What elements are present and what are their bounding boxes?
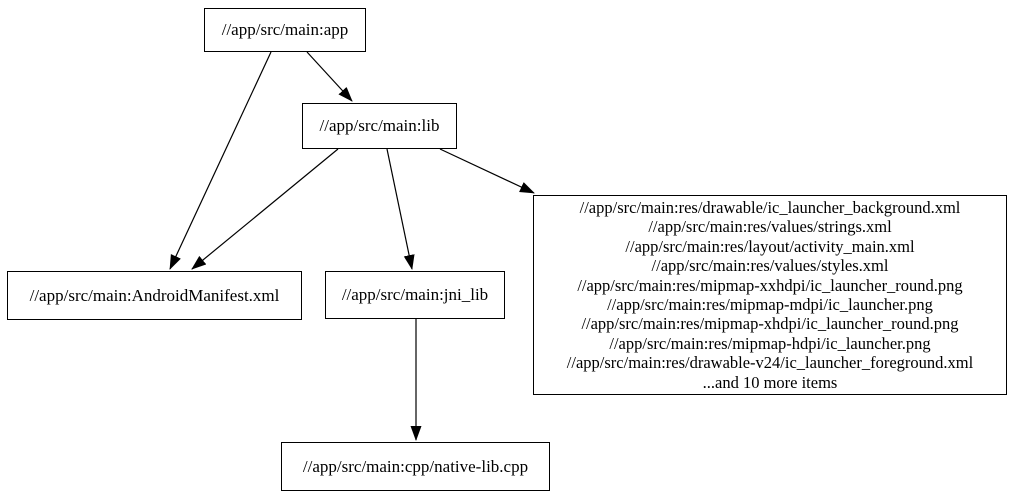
node-res-files: //app/src/main:res/drawable/ic_launcher_… — [533, 195, 1007, 395]
node-android-manifest-label: //app/src/main:AndroidManifest.xml — [29, 285, 280, 305]
edge-lib-to-res-files — [439, 148, 535, 194]
node-jni-lib: //app/src/main:jni_lib — [325, 271, 505, 319]
node-app: //app/src/main:app — [204, 8, 366, 52]
edge-app-to-lib — [306, 51, 353, 102]
res-file-line: //app/src/main:res/mipmap-xxhdpi/ic_laun… — [577, 275, 963, 295]
node-native-lib-cpp: //app/src/main:cpp/native-lib.cpp — [281, 442, 550, 491]
node-lib: //app/src/main:lib — [302, 103, 457, 149]
res-file-line: //app/src/main:res/values/strings.xml — [648, 217, 892, 237]
edge-lib-to-jni-lib — [386, 148, 415, 270]
edge-lib-to-manifest — [191, 148, 339, 270]
res-file-line: //app/src/main:res/mipmap-mdpi/ic_launch… — [607, 295, 933, 314]
res-file-line: //app/src/main:res/drawable-v24/ic_launc… — [566, 353, 974, 373]
node-jni-lib-label: //app/src/main:jni_lib — [341, 285, 489, 304]
res-file-line: //app/src/main:res/values/styles.xml — [651, 256, 889, 276]
res-files-more-items: ...and 10 more items — [702, 372, 838, 392]
res-file-line: //app/src/main:res/layout/activity_main.… — [625, 236, 915, 256]
res-file-line: //app/src/main:res/drawable/ic_launcher_… — [579, 197, 961, 217]
res-file-line: //app/src/main:res/mipmap-xhdpi/ic_launc… — [581, 314, 959, 334]
node-android-manifest: //app/src/main:AndroidManifest.xml — [7, 271, 302, 320]
edge-app-to-manifest — [169, 51, 272, 270]
node-native-lib-cpp-label: //app/src/main:cpp/native-lib.cpp — [302, 456, 529, 476]
node-app-label: //app/src/main:app — [221, 20, 349, 39]
node-lib-label: //app/src/main:lib — [319, 116, 440, 135]
res-file-line: //app/src/main:res/mipmap-hdpi/ic_launch… — [609, 333, 931, 353]
